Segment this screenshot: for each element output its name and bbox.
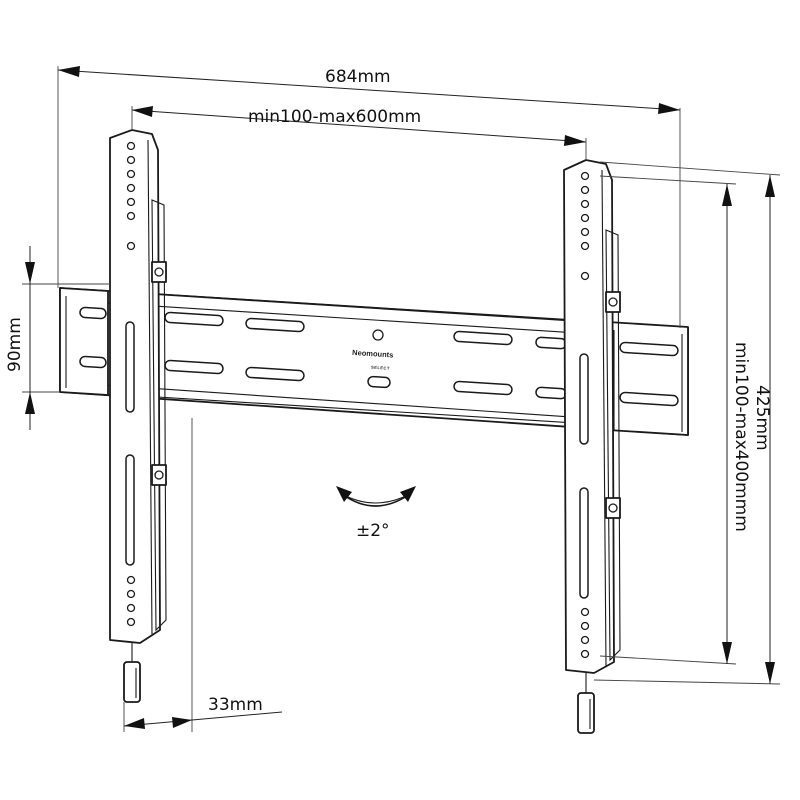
tilt-indicator: ±2° <box>336 486 416 541</box>
overall-height-label: 425mm <box>752 385 772 451</box>
tilt-arrow-left-icon <box>336 486 352 502</box>
vesa-horizontal-label: min100-max600mm <box>248 107 421 127</box>
dimension-vesa-horizontal: min100-max600mm <box>131 106 587 146</box>
rail-center-hole <box>372 329 384 341</box>
rail-slot <box>453 380 513 396</box>
rail-slot <box>79 355 107 369</box>
rail-height-label: 90mm <box>5 317 25 372</box>
left-arm-holes <box>126 141 136 627</box>
rail-slot <box>453 330 513 346</box>
rail-slot <box>619 341 679 357</box>
extension-lines <box>22 66 781 732</box>
brand-logo: Neomounts <box>352 348 394 360</box>
right-arm <box>563 159 621 734</box>
right-arm-holes <box>580 171 590 659</box>
overall-width-label: 684mm <box>325 67 391 87</box>
brand-sub-logo: SELECT <box>371 365 390 371</box>
tilt-label: ±2° <box>356 521 390 541</box>
dimension-vesa-vertical: min100-max400mmm <box>722 184 751 664</box>
rail-slot <box>245 366 305 382</box>
tilt-arrow-right-icon <box>400 486 416 502</box>
rail-slot <box>245 317 305 333</box>
rail-slot <box>619 391 679 407</box>
dimension-overall-height: 425mm <box>752 175 775 684</box>
vesa-vertical-label: min100-max400mmm <box>731 342 751 532</box>
wall-distance-label: 33mm <box>208 695 263 715</box>
dimension-overall-width: 684mm <box>57 66 681 114</box>
rail-slot <box>79 306 107 320</box>
rail-slot <box>535 336 567 350</box>
dimension-wall-distance: 33mm <box>123 695 283 729</box>
dimension-rail-height: 90mm <box>5 246 35 430</box>
rail-slot <box>535 386 567 400</box>
left-arm <box>109 129 167 703</box>
rail-center-slot <box>367 375 391 389</box>
wall-plate-slots <box>79 306 679 407</box>
